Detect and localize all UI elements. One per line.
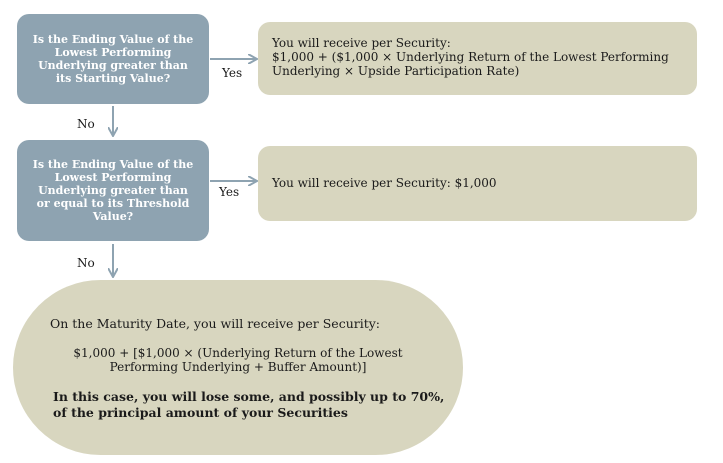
- outcome-formula-text: $1,000 + [$1,000 × (Underlying Return of…: [73, 346, 403, 374]
- outcome-warning: In this case, you will lose some, and po…: [53, 389, 445, 420]
- no-label-2: No: [77, 256, 95, 270]
- result-box-2: You will receive per Security: $1,000: [258, 146, 697, 221]
- no-label-1: No: [77, 117, 95, 131]
- yes-label-2: Yes: [219, 185, 240, 199]
- decision-box-2: Is the Ending Value of the Lowest Perfor…: [17, 140, 209, 241]
- outcome-oval: On the Maturity Date, you will receive p…: [13, 280, 463, 455]
- result-box-1: You will receive per Security: $1,000 + …: [258, 22, 697, 95]
- outcome-formula: $1,000 + [$1,000 × (Underlying Return of…: [13, 346, 463, 374]
- decision-box-1: Is the Ending Value of the Lowest Perfor…: [17, 14, 209, 104]
- decision-2-question: Is the Ending Value of the Lowest Perfor…: [32, 158, 194, 223]
- outcome-line1: On the Maturity Date, you will receive p…: [50, 316, 381, 331]
- result-1-line1: You will receive per Security:: [272, 36, 451, 50]
- yes-label-1: Yes: [222, 66, 243, 80]
- result-1-line2: $1,000 + ($1,000 × Underlying Return of …: [272, 50, 669, 78]
- decision-1-question: Is the Ending Value of the Lowest Perfor…: [32, 33, 194, 85]
- result-2-text: You will receive per Security: $1,000: [272, 176, 497, 190]
